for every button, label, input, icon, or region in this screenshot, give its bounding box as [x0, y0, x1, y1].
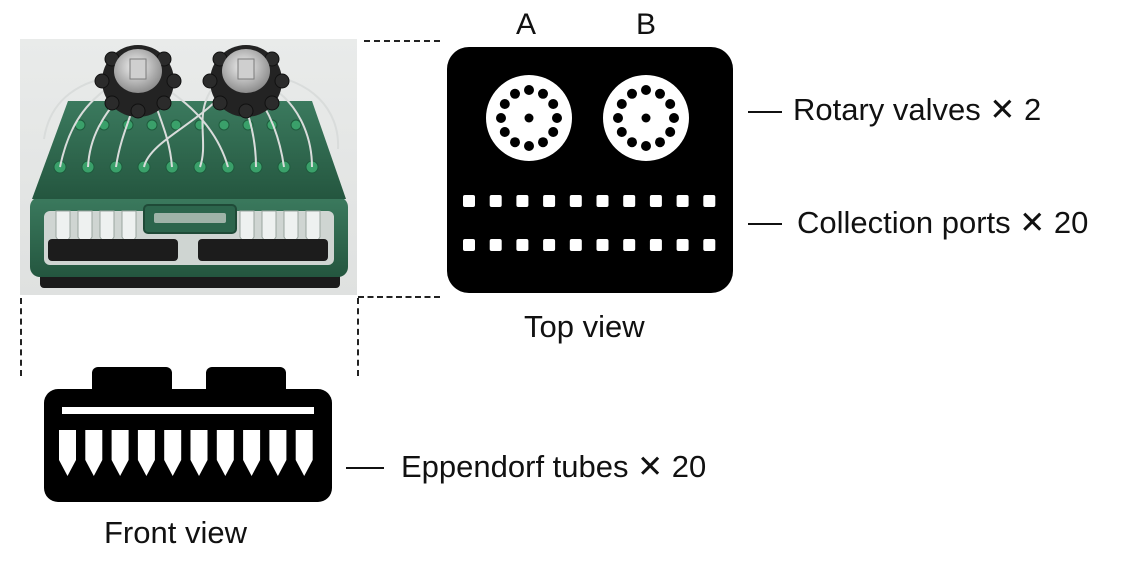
valve-port-hole: [613, 113, 623, 123]
rotary-valves-leader: [748, 111, 782, 113]
valve-port-hole: [510, 137, 520, 148]
valve-b-label: B: [636, 8, 657, 41]
collection-port: [543, 239, 556, 251]
valve-port-hole: [655, 137, 665, 148]
collection-port: [596, 195, 609, 207]
valve-a-label: A: [516, 8, 537, 41]
eppendorf-tube: [190, 430, 208, 476]
collection-port: [623, 239, 636, 251]
top-view-caption: Top view: [524, 309, 645, 344]
front-view-guide-left: [20, 298, 22, 376]
top-view-guide-lower: [358, 296, 440, 298]
valve-center-hole: [524, 113, 534, 123]
valve-port-hole: [496, 113, 506, 123]
valve-port-hole: [510, 88, 520, 99]
collection-port: [516, 239, 529, 251]
collection-port: [489, 195, 502, 207]
eppendorf-tube: [111, 430, 129, 476]
eppendorf-tube: [59, 430, 76, 476]
valve-port-hole: [538, 88, 548, 99]
front-view-schematic: [44, 367, 334, 503]
collection-port: [703, 195, 716, 207]
collection-port: [489, 239, 502, 251]
collection-port: [569, 195, 582, 207]
collection-port: [569, 239, 582, 251]
eppendorf-tube: [137, 430, 155, 476]
collection-port: [463, 239, 475, 251]
eppendorf-tube: [243, 430, 261, 476]
valve-port-hole: [552, 113, 562, 123]
valve-port-hole: [627, 137, 637, 148]
valve-port-hole: [538, 137, 548, 148]
top-view-guide-upper: [364, 40, 440, 42]
device-photo: [20, 39, 357, 295]
collection-port: [649, 195, 662, 207]
valve-port-hole: [665, 127, 676, 137]
eppendorf-tubes-leader: [346, 467, 384, 469]
valve-port-hole: [524, 85, 534, 95]
front-view-guide-right: [357, 298, 359, 376]
valve-port-hole: [641, 85, 651, 95]
valve-port-hole: [665, 99, 676, 109]
collection-ports-leader: [748, 223, 782, 225]
rotary-valve-a: [486, 75, 572, 161]
collection-ports-label: Collection ports ✕ 20: [797, 205, 1089, 240]
top-view-drawing: [447, 47, 733, 293]
rotary-valves-label: Rotary valves ✕ 2: [793, 92, 1042, 127]
eppendorf-tube: [216, 430, 234, 476]
collection-port: [516, 195, 529, 207]
rotary-valve-b: [603, 75, 689, 161]
valve-port-hole: [499, 99, 510, 109]
collection-port: [649, 239, 662, 251]
eppendorf-tubes-label: Eppendorf tubes ✕ 20: [401, 449, 707, 484]
collection-port: [463, 195, 475, 207]
valve-port-hole: [627, 88, 637, 99]
valve-port-hole: [499, 127, 510, 137]
valve-port-hole: [548, 99, 559, 109]
collection-port: [703, 239, 716, 251]
eppendorf-tube: [269, 430, 287, 476]
eppendorf-tube: [295, 430, 313, 476]
front-view-caption: Front view: [104, 515, 247, 550]
valve-port-hole: [641, 141, 651, 151]
valve-port-hole: [669, 113, 679, 123]
valve-port-hole: [548, 127, 559, 137]
front-view-drawing: [44, 367, 332, 502]
top-view-schematic: [447, 47, 733, 293]
collection-port: [676, 239, 689, 251]
device-photo-illustration: [20, 39, 357, 295]
valve-port-hole: [616, 99, 627, 109]
collection-port: [676, 195, 689, 207]
valve-center-hole: [641, 113, 651, 123]
valve-port-hole: [616, 127, 627, 137]
eppendorf-tube: [164, 430, 182, 476]
collection-port: [543, 195, 556, 207]
collection-port: [596, 239, 609, 251]
valve-port-hole: [655, 88, 665, 99]
eppendorf-tube: [85, 430, 103, 476]
collection-port: [623, 195, 636, 207]
valve-port-hole: [524, 141, 534, 151]
